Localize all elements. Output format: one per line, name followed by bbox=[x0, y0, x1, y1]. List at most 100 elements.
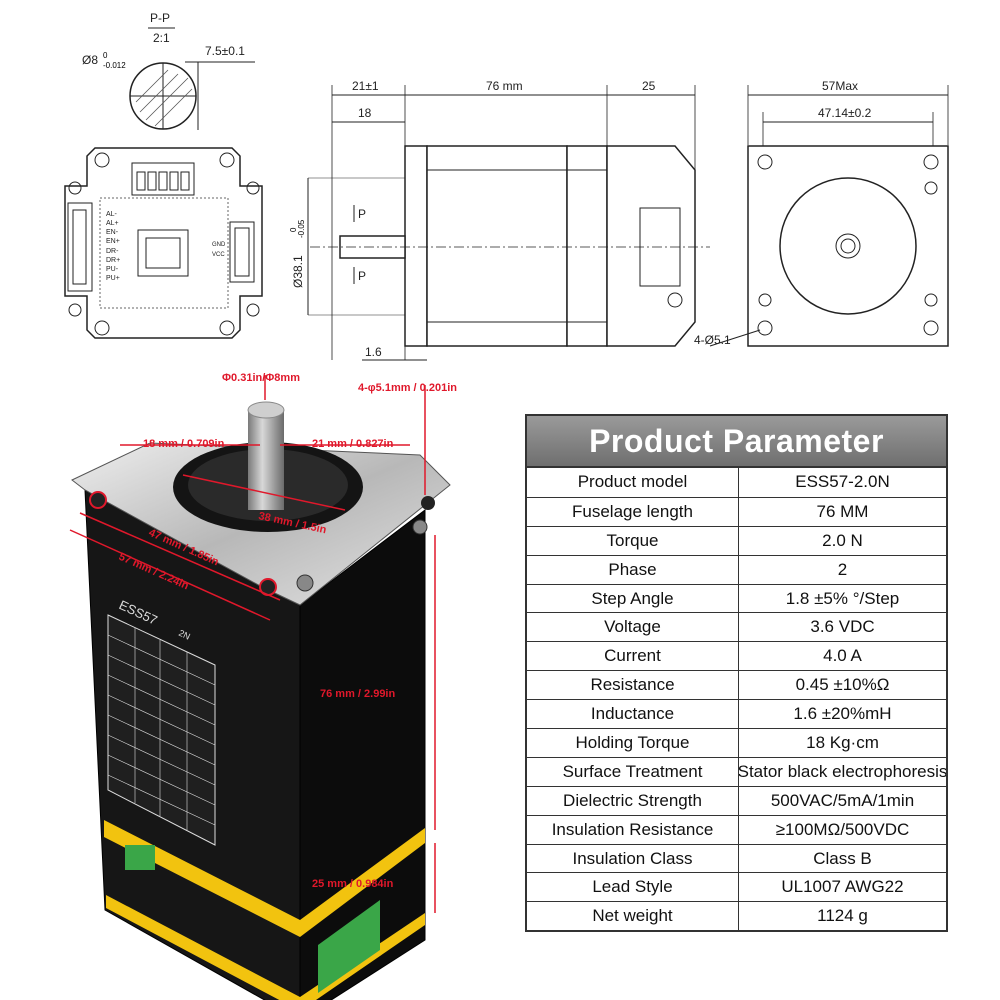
flat-dimension: 7.5±0.1 bbox=[205, 44, 245, 58]
signal-connector bbox=[67, 202, 93, 292]
dim-18-label: 18 mm / 0.709in bbox=[143, 438, 225, 450]
param-label: Step Angle bbox=[527, 584, 739, 613]
mount-hole-icon bbox=[757, 154, 773, 170]
table-row: Voltage 3.6 VDC bbox=[527, 612, 946, 642]
param-label: Resistance bbox=[527, 671, 739, 700]
table-row: Current 4.0 A bbox=[527, 641, 946, 671]
pin-labels-right: GND VCC bbox=[212, 242, 226, 258]
screw-icon bbox=[924, 293, 938, 307]
svg-text:EN+: EN+ bbox=[106, 238, 120, 245]
table-row: Lead Style UL1007 AWG22 bbox=[527, 872, 946, 902]
driver-outline bbox=[64, 147, 263, 339]
param-label: Current bbox=[527, 642, 739, 671]
section-mark-bottom: P bbox=[358, 269, 366, 283]
param-label: Surface Treatment bbox=[527, 757, 739, 786]
dim-76-label: 76 mm / 2.99in bbox=[320, 688, 395, 700]
param-label: Insulation Resistance bbox=[527, 815, 739, 844]
param-value: Class B bbox=[813, 848, 872, 868]
dim-1-6: 1.6 bbox=[365, 345, 382, 359]
mount-hole-icon bbox=[219, 152, 235, 168]
driver-chip bbox=[137, 229, 189, 277]
param-label: Dielectric Strength bbox=[527, 786, 739, 815]
green-connector bbox=[125, 845, 155, 870]
screw-icon bbox=[924, 181, 938, 195]
green-connector bbox=[318, 900, 380, 993]
table-row: Insulation Class Class B bbox=[527, 843, 946, 873]
param-value: 1124 g bbox=[817, 906, 868, 926]
svg-text:AL+: AL+ bbox=[106, 220, 119, 227]
svg-text:AL-: AL- bbox=[106, 211, 118, 218]
svg-text:-0.05: -0.05 bbox=[297, 219, 306, 238]
table-row: Inductance 1.6 ±20%mH bbox=[527, 699, 946, 729]
rear-cap bbox=[566, 145, 608, 347]
mount-hole-icon bbox=[89, 491, 107, 509]
param-label: Lead Style bbox=[527, 873, 739, 902]
screw-icon bbox=[296, 574, 314, 592]
param-label: Phase bbox=[527, 555, 739, 584]
dim-21-label: 21 mm / 0.827in bbox=[312, 438, 394, 450]
holes-label: 4-Ø5.1 bbox=[694, 333, 731, 347]
body-torque: 2N bbox=[177, 628, 192, 642]
screw-icon bbox=[68, 181, 82, 195]
shaft-diameter-label: Ø8 bbox=[82, 53, 98, 67]
param-value: 2 bbox=[837, 559, 848, 579]
param-label: Inductance bbox=[527, 700, 739, 729]
svg-text:PU+: PU+ bbox=[106, 275, 120, 282]
param-value: 4.0 A bbox=[823, 646, 862, 666]
table-row: Phase 2 bbox=[527, 554, 946, 584]
screw-icon bbox=[68, 303, 82, 317]
front-view-drawing: 57Max 47.14±0.2 4-Ø5.1 bbox=[694, 79, 949, 347]
svg-text:0: 0 bbox=[290, 227, 298, 232]
table-row: Dielectric Strength 500VAC/5mA/1min bbox=[527, 785, 946, 815]
table-body: Product model ESS57-2.0N Fuselage length 76… bbox=[527, 468, 946, 931]
svg-text:DR+: DR+ bbox=[106, 257, 120, 264]
screw-icon bbox=[246, 303, 260, 317]
section-scale: 2:1 bbox=[153, 31, 170, 45]
param-value: 2.0 N bbox=[822, 530, 863, 550]
param-label: Product model bbox=[527, 468, 739, 497]
shaft-diameter-label: Φ0.31in/Φ8mm bbox=[222, 372, 300, 384]
power-connector bbox=[229, 221, 255, 283]
front-face bbox=[747, 145, 949, 347]
mount-hole-icon bbox=[421, 496, 435, 510]
front-boss bbox=[779, 177, 917, 315]
mount-hole-icon bbox=[94, 320, 110, 336]
dim-38-1: Ø38.1 bbox=[291, 255, 305, 288]
param-value: 1.6 ±20%mH bbox=[793, 704, 892, 724]
param-label: Voltage bbox=[527, 613, 739, 642]
param-value: ≥100MΩ/500VDC bbox=[775, 819, 910, 839]
table-row: Torque 2.0 N bbox=[527, 525, 946, 555]
param-value: 0.45 ±10%Ω bbox=[795, 675, 890, 695]
param-value: UL1007 AWG22 bbox=[781, 877, 904, 897]
dim-47-14: 47.14±0.2 bbox=[818, 106, 872, 120]
svg-text:PU-: PU- bbox=[106, 266, 119, 273]
table-row: Product model ESS57-2.0N bbox=[527, 468, 946, 497]
screw-icon bbox=[758, 293, 772, 307]
shaft-tol-lower: -0.012 bbox=[103, 61, 126, 70]
svg-text:DR-: DR- bbox=[106, 248, 119, 255]
dim-25: 25 bbox=[642, 79, 656, 93]
param-value: 1.8 ±5% °/Step bbox=[785, 588, 900, 608]
param-value: ESS57-2.0N bbox=[795, 472, 890, 492]
param-value: 76 MM bbox=[816, 501, 869, 521]
pin-labels-left: AL- AL+ EN- EN+ DR- DR+ PU- PU+ bbox=[106, 211, 120, 282]
param-label: Fuselage length bbox=[527, 497, 739, 526]
param-label: Insulation Class bbox=[527, 844, 739, 873]
mount-hole-icon bbox=[219, 320, 235, 336]
param-label: Torque bbox=[527, 526, 739, 555]
dim-21: 21±1 bbox=[352, 79, 379, 93]
param-value: 500VAC/5mA/1min bbox=[770, 790, 915, 810]
front-flange bbox=[404, 145, 428, 347]
mount-hole-icon bbox=[923, 154, 939, 170]
shaft-end bbox=[835, 233, 861, 259]
section-mark-top: P bbox=[358, 207, 366, 221]
svg-text:GND: GND bbox=[212, 242, 226, 248]
param-value: 3.6 VDC bbox=[810, 617, 875, 637]
shaft-tol-upper: 0 bbox=[103, 51, 108, 60]
svg-text:EN-: EN- bbox=[106, 229, 119, 236]
table-row: Fuselage length 76 MM bbox=[527, 496, 946, 526]
parameter-table: Product Parameter Product model ESS57-2.0… bbox=[525, 414, 948, 933]
table-title: Product Parameter bbox=[527, 416, 946, 468]
